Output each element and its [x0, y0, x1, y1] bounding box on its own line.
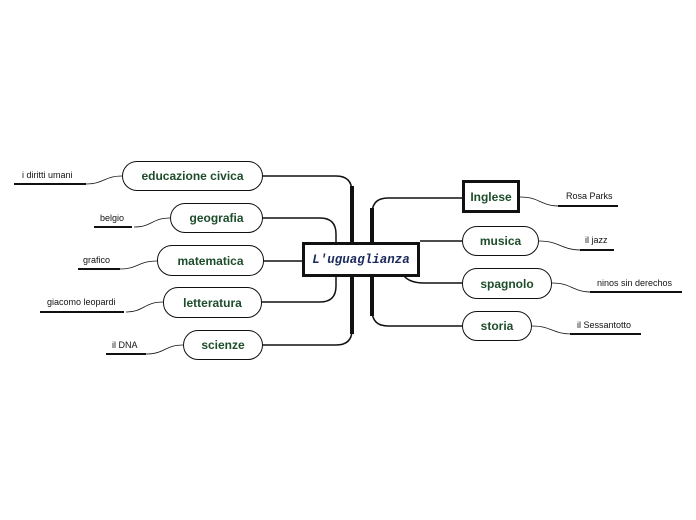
connector-spagnolo	[403, 275, 462, 284]
leaf-curve-sessantotto	[531, 325, 573, 335]
leaf-diritti-umani[interactable]: i diritti umani	[22, 170, 73, 180]
central-topic[interactable]: L'uguaglianza	[302, 242, 420, 277]
topic-storia[interactable]: storia	[462, 311, 532, 341]
leaf-il-dna[interactable]: il DNA	[112, 340, 138, 350]
connector-scienze	[262, 329, 353, 346]
connector-storia	[371, 309, 462, 327]
topic-musica[interactable]: musica	[462, 226, 539, 256]
leaf-curve-diritti	[85, 175, 123, 185]
leaf-giacomo-leopardi[interactable]: giacomo leopardi	[47, 297, 116, 307]
leaf-curve-ninos	[551, 282, 593, 293]
leaf-ninos-sin-derechos[interactable]: ninos sin derechos	[597, 278, 673, 288]
leaf-curve-jazz	[538, 240, 583, 251]
leaf-belgio[interactable]: belgio	[100, 213, 125, 223]
leaf-curve-grafico	[119, 260, 158, 270]
leaf-curve-rosa-parks	[519, 196, 561, 207]
topic-letteratura[interactable]: letteratura	[163, 287, 262, 318]
leaf-curve-belgio	[133, 217, 171, 228]
topic-geografia[interactable]: geografia	[170, 203, 263, 233]
leaf-grafico[interactable]: grafico	[83, 255, 111, 265]
topic-educazione-civica[interactable]: educazione civica	[122, 161, 263, 191]
leaf-il-sessantotto[interactable]: il Sessantotto	[577, 320, 632, 330]
leaf-rosa-parks[interactable]: Rosa Parks	[566, 191, 613, 201]
topic-matematica[interactable]: matematica	[157, 245, 264, 276]
connector-educazione-civica	[262, 175, 353, 193]
leaf-curve-leopardi	[125, 301, 164, 313]
topic-scienze[interactable]: scienze	[183, 330, 263, 360]
leaf-curve-dna	[145, 344, 184, 355]
connector-inglese	[371, 197, 462, 215]
leaf-il-jazz[interactable]: il jazz	[585, 235, 608, 245]
topic-spagnolo[interactable]: spagnolo	[462, 268, 552, 299]
topic-inglese[interactable]: Inglese	[462, 180, 520, 213]
